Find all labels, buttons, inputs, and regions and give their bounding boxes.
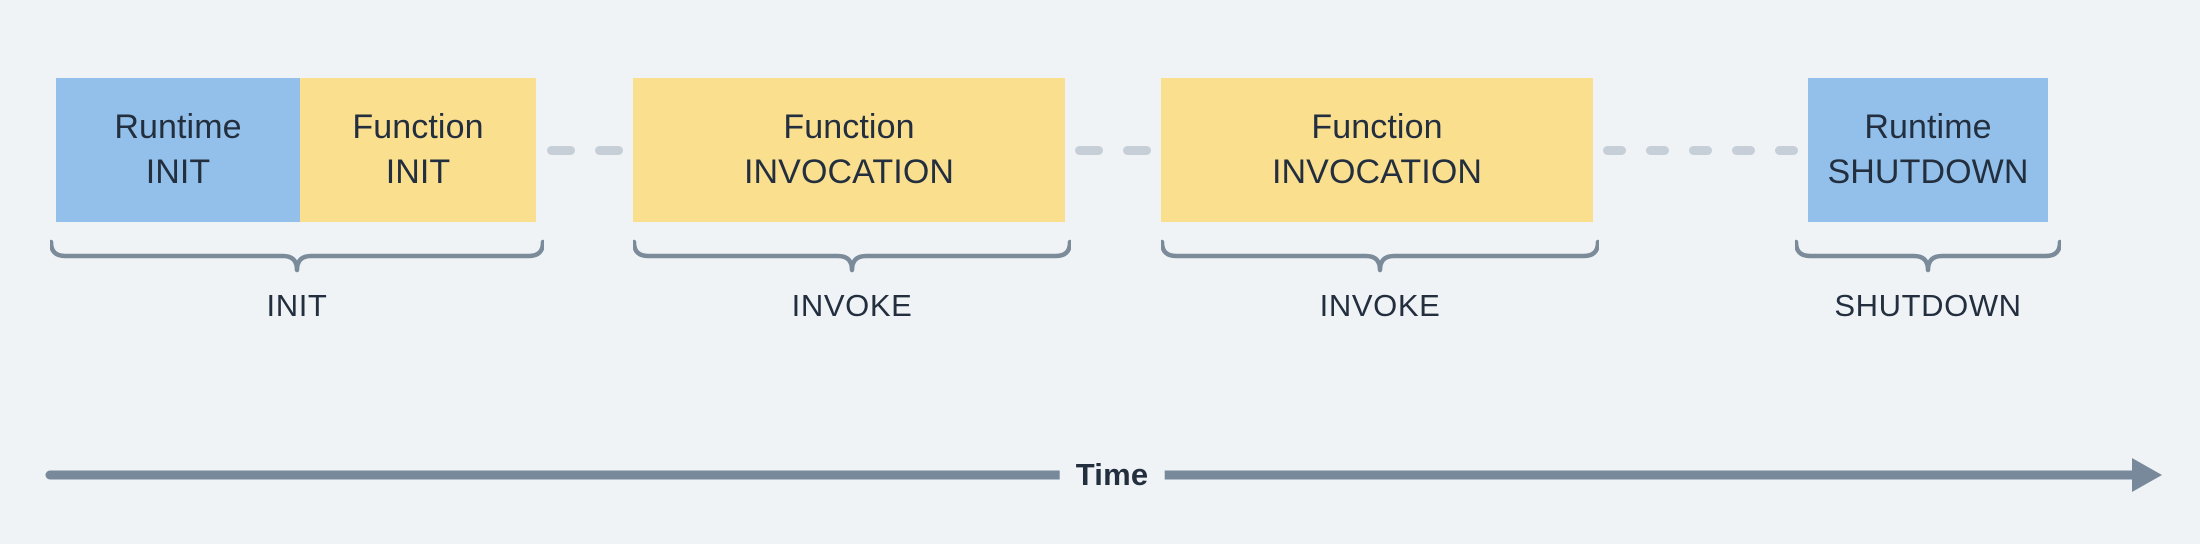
dashed-connector-2 xyxy=(1065,78,1161,222)
dash-segment xyxy=(1689,145,1712,155)
dash-segment xyxy=(1732,145,1755,155)
phase-box-subtitle: INIT xyxy=(145,153,211,191)
phase-box-subtitle: INVOCATION xyxy=(1271,153,1483,191)
group-init: INIT xyxy=(50,236,544,324)
dash-segment xyxy=(1775,145,1798,155)
phase-box-subtitle: INVOCATION xyxy=(743,153,955,191)
time-axis: Time xyxy=(0,440,2200,510)
phase-box-title: Function xyxy=(352,108,484,147)
group-label: INVOKE xyxy=(1319,288,1441,323)
group-invoke-1: INVOKE xyxy=(633,236,1071,324)
group-label: INVOKE xyxy=(791,288,913,323)
phase-box-title: Runtime xyxy=(114,108,242,147)
dash-segment xyxy=(1603,145,1626,155)
arrow-right-icon xyxy=(2132,458,2162,492)
curly-brace-icon xyxy=(50,239,544,273)
dash-segment xyxy=(1646,145,1669,155)
curly-brace-icon xyxy=(1161,239,1599,273)
group-shutdown: SHUTDOWN xyxy=(1795,236,2061,324)
dashed-connector-1 xyxy=(536,78,633,222)
group-label: INIT xyxy=(266,288,328,323)
dash-segment xyxy=(1075,145,1103,155)
dash-segment xyxy=(546,145,575,155)
phase-box-subtitle: SHUTDOWN xyxy=(1827,153,2029,191)
group-label: SHUTDOWN xyxy=(1834,288,2022,323)
phase-box-title: Function xyxy=(1311,108,1443,147)
dash-segment xyxy=(594,145,623,155)
phase-box-title: Function xyxy=(783,108,915,147)
phase-box-subtitle: INIT xyxy=(385,153,451,191)
phase-box-title: Runtime xyxy=(1864,108,1992,147)
group-invoke-2: INVOKE xyxy=(1161,236,1599,324)
dash-segment xyxy=(1123,145,1151,155)
curly-brace-icon xyxy=(1795,239,2061,273)
curly-brace-icon xyxy=(633,239,1071,273)
time-axis-label: Time xyxy=(1059,457,1165,493)
dashed-connector-3 xyxy=(1593,78,1808,222)
